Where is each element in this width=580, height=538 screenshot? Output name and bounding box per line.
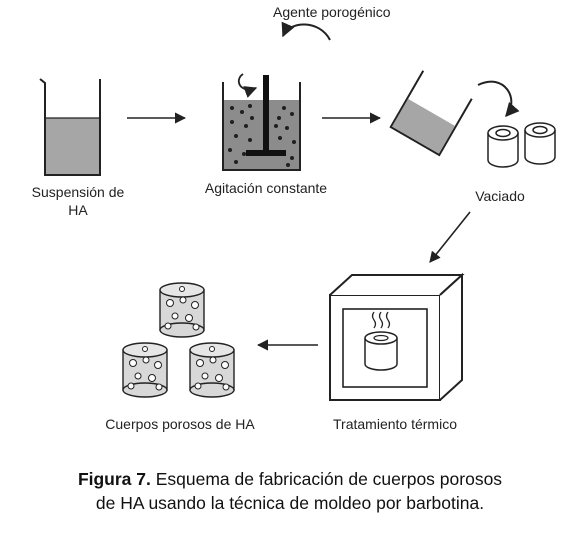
furnace-icon	[329, 272, 465, 401]
suspension-beaker-icon	[39, 78, 101, 176]
porous-bodies-icon	[122, 282, 235, 398]
agitation-label: Agitación constante	[204, 180, 328, 196]
figure-caption: Figura 7. Esquema de fabricación de cuer…	[10, 467, 570, 515]
caption-text-line2: de HA usando la técnica de moldeo por ba…	[95, 493, 485, 513]
porogen-addition-arrow	[281, 21, 331, 41]
figure-number: Figura 7.	[77, 469, 151, 489]
suspension-label-line1: Suspensión de	[31, 184, 125, 200]
agitation-vessel-icon	[222, 73, 301, 171]
mold-cylinders-icon	[487, 122, 556, 168]
process-diagram	[39, 21, 556, 401]
porogen-label: Agente porogénico	[273, 4, 391, 20]
arrow-casting-to-thermal	[429, 211, 471, 263]
porous-bodies-label: Cuerpos porosos de HA	[105, 416, 255, 432]
pouring-beaker-icon	[389, 70, 473, 157]
suspension-label-line2: HA	[68, 202, 88, 218]
casting-label: Vaciado	[475, 188, 525, 204]
pour-arrow	[477, 80, 520, 118]
caption-text-line1: Esquema de fabricación de cuerpos poroso…	[150, 469, 503, 489]
thermal-label: Tratamiento térmico	[333, 416, 457, 432]
